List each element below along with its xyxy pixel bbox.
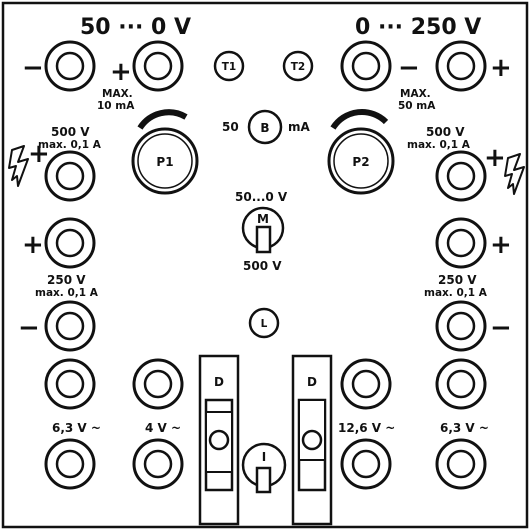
socket-ac-right-inner-top[interactable] — [340, 358, 392, 410]
socket-250v-minus[interactable] — [340, 40, 392, 92]
mid-left-line1: 250 V — [47, 273, 86, 287]
left-voltage-range: 50 ··· 0 V — [80, 15, 191, 40]
lamp-t2-label: T2 — [291, 61, 305, 73]
lamp-t1: T1 — [213, 50, 245, 82]
meter-scale-left: 50 — [222, 120, 239, 134]
socket-ac-left-inner-top[interactable] — [132, 358, 184, 410]
lamp-t1-label: T1 — [222, 61, 236, 73]
mid-right-line1: 250 V — [438, 273, 477, 287]
sign-plus-hv-left: + — [28, 139, 50, 169]
ac-right-inner-label: 12,6 V ~ — [338, 421, 395, 435]
left-max-line2: 10 mA — [97, 100, 135, 112]
socket-50v-plus[interactable] — [132, 40, 184, 92]
socket-500v-left[interactable] — [44, 150, 96, 202]
lightning-warning-icon-right — [504, 153, 525, 195]
socket-50v-minus[interactable] — [44, 40, 96, 92]
switch-m-top-label: 50...0 V — [235, 190, 288, 204]
socket-ac-right-outer-bottom[interactable] — [435, 438, 487, 490]
ac-right-outer-label: 6,3 V ~ — [440, 421, 489, 435]
potentiometer-p1[interactable]: P1 — [131, 109, 199, 195]
socket-250v-right-minus[interactable] — [435, 300, 487, 352]
sign-minus-top-left: − — [22, 53, 44, 83]
meter-b: B — [247, 109, 283, 145]
indicator-lamp-l: L — [248, 307, 280, 339]
meter-scale-right: mA — [288, 120, 311, 134]
sign-minus-mid-right: − — [490, 313, 512, 343]
power-switch-i-label: I — [262, 450, 266, 464]
socket-250v-plus[interactable] — [435, 40, 487, 92]
range-switch-m[interactable]: M — [241, 206, 285, 254]
hv-left-line1: 500 V — [51, 125, 90, 139]
lightning-warning-icon-left — [8, 145, 29, 187]
mid-right-line2: max. 0,1 A — [424, 287, 488, 299]
socket-ac-left-outer-top[interactable] — [44, 358, 96, 410]
slide-switch-d-right-label: D — [307, 375, 317, 389]
socket-ac-left-outer-bottom[interactable] — [44, 438, 96, 490]
power-switch-i[interactable]: I — [241, 442, 287, 494]
right-max-line1: MAX. — [400, 88, 431, 100]
sign-plus-mid-left: + — [22, 230, 44, 260]
indicator-lamp-l-label: L — [261, 318, 268, 330]
meter-b-label: B — [260, 121, 269, 135]
socket-250v-left-plus[interactable] — [44, 217, 96, 269]
left-max-line1: MAX. — [102, 88, 133, 100]
lamp-t2: T2 — [282, 50, 314, 82]
sign-plus-top-right: + — [490, 53, 512, 83]
power-switch-i-lever[interactable] — [255, 466, 272, 494]
ac-left-inner-label: 4 V ~ — [145, 421, 181, 435]
socket-250v-left-minus[interactable] — [44, 300, 96, 352]
potentiometer-p2[interactable]: P2 — [327, 108, 395, 195]
sign-plus-mid-right: + — [490, 230, 512, 260]
sign-minus-mid-left: − — [18, 313, 40, 343]
hv-right-line2: max. 0,1 A — [407, 139, 471, 151]
range-switch-m-label: M — [257, 212, 269, 226]
slide-switch-d-left[interactable]: D — [198, 354, 240, 526]
switch-m-bottom-label: 500 V — [243, 259, 282, 273]
sign-plus-hv-right: + — [484, 143, 506, 173]
range-switch-m-lever[interactable] — [255, 225, 272, 254]
hv-right-line1: 500 V — [426, 125, 465, 139]
slide-switch-d-left-label: D — [214, 375, 224, 389]
potentiometer-p1-label: P1 — [156, 155, 173, 169]
ac-left-outer-label: 6,3 V ~ — [52, 421, 101, 435]
sign-plus-top-left: + — [110, 57, 132, 87]
right-max-line2: 50 mA — [398, 100, 436, 112]
socket-ac-right-outer-top[interactable] — [435, 358, 487, 410]
mid-left-line2: max. 0,1 A — [35, 287, 99, 299]
sign-minus-top-right: − — [398, 53, 420, 83]
socket-500v-right[interactable] — [435, 150, 487, 202]
socket-250v-right-plus[interactable] — [435, 217, 487, 269]
slide-switch-d-right[interactable]: D — [291, 354, 333, 526]
socket-ac-right-inner-bottom[interactable] — [340, 438, 392, 490]
potentiometer-p2-label: P2 — [352, 155, 369, 169]
hv-left-line2: max. 0,1 A — [38, 139, 102, 151]
right-voltage-range: 0 ··· 250 V — [355, 15, 481, 40]
socket-ac-left-inner-bottom[interactable] — [132, 438, 184, 490]
